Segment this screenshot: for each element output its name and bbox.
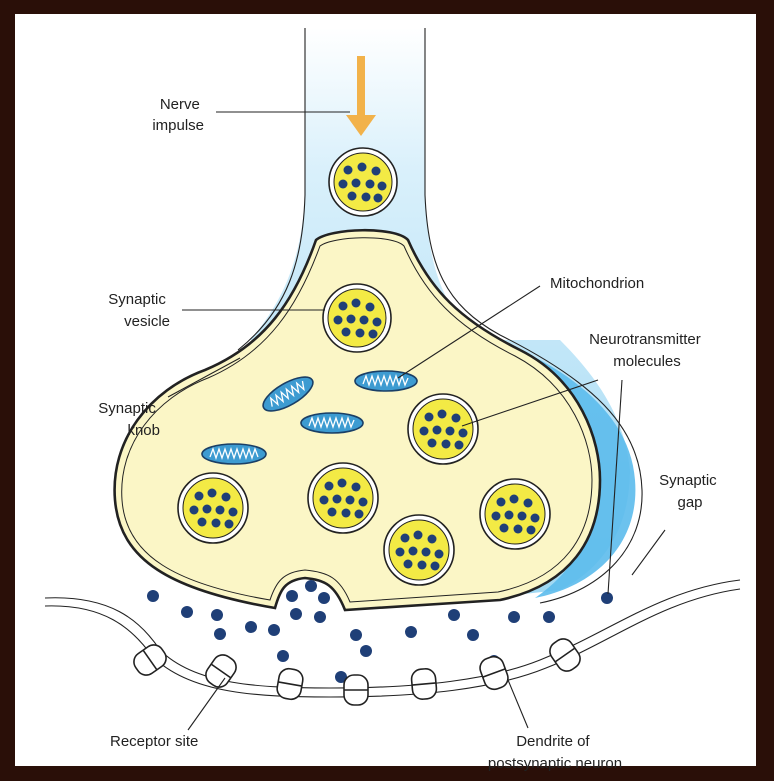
leader-dendrite (508, 680, 528, 728)
vesicle-right (408, 394, 478, 464)
label-receptor-site: Receptor site (110, 733, 198, 750)
vesicle-top (329, 148, 397, 216)
receptor-sites (130, 635, 584, 705)
mitochondrion-4 (202, 444, 266, 464)
vesicle-bottom-middle (384, 515, 454, 585)
mitochondrion-3 (301, 413, 363, 433)
label-synaptic-vesicle: Synaptic vesicle (108, 291, 170, 330)
leader-synaptic-gap (632, 530, 665, 575)
label-neurotransmitter: Neurotransmitter molecules (589, 331, 705, 370)
vesicle-bottom-center (308, 463, 378, 533)
label-dendrite: Dendrite of postsynaptic neuron (488, 733, 622, 772)
vesicle-bottom-right (480, 479, 550, 549)
vesicle-synaptic (323, 284, 391, 352)
label-synaptic-gap: Synaptic gap (659, 472, 721, 511)
mitochondrion-2 (355, 371, 417, 391)
label-mitochondrion: Mitochondrion (550, 275, 644, 292)
label-nerve-impulse: Nerve impulse (152, 96, 204, 134)
vesicle-bottom-left (178, 473, 248, 543)
